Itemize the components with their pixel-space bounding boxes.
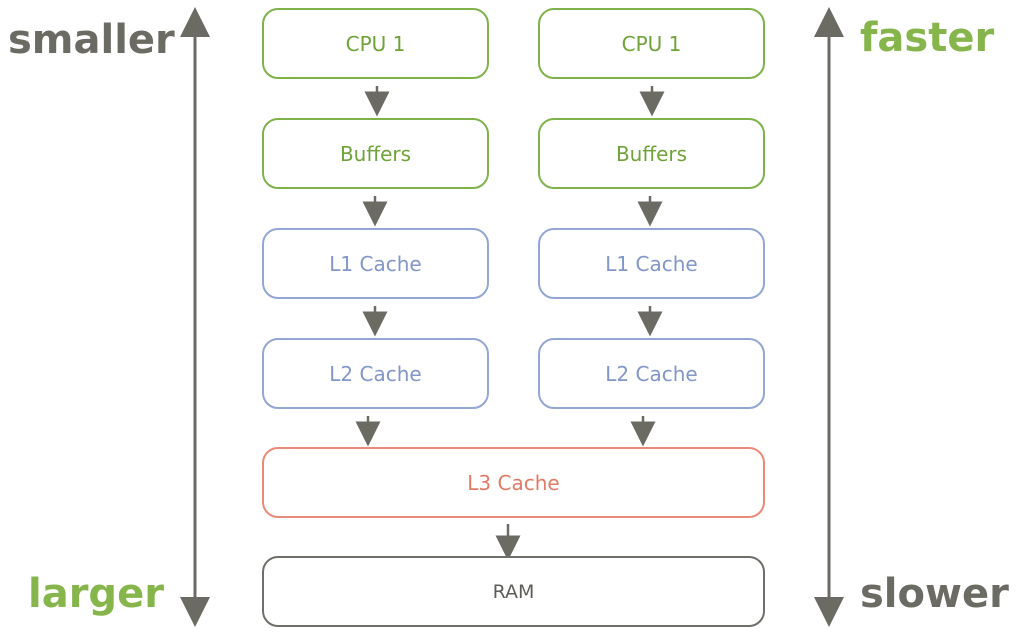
buffers-box-1: Buffers: [262, 118, 489, 189]
right-top-label: faster: [860, 15, 995, 61]
l1-cache-box-2: L1 Cache: [538, 228, 765, 299]
l1-cache-box-1: L1 Cache: [262, 228, 489, 299]
left-top-label: smaller: [8, 17, 175, 63]
l2-cache-box-2: L2 Cache: [538, 338, 765, 409]
l2-cache-box-1: L2 Cache: [262, 338, 489, 409]
cpu-box-2: CPU 1: [538, 8, 765, 79]
ram-box: RAM: [262, 556, 765, 627]
right-bottom-label: slower: [860, 571, 1009, 617]
left-bottom-label: larger: [28, 571, 164, 617]
buffers-box-2: Buffers: [538, 118, 765, 189]
l3-cache-box: L3 Cache: [262, 447, 765, 518]
cpu-box-1: CPU 1: [262, 8, 489, 79]
